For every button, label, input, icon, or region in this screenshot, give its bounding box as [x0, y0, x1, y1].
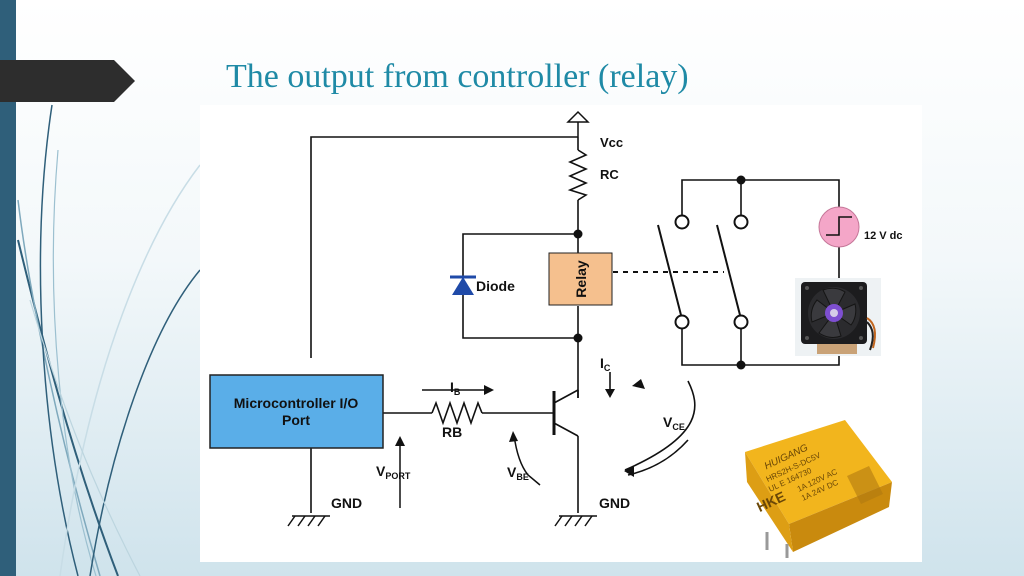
supply-voltage-label: 12 V dc: [864, 230, 903, 242]
microcontroller-port-box: [209, 374, 384, 449]
circuit-diagram: Diode Relay Vcc RC 12 V dc Microcontroll…: [209, 110, 903, 527]
vport-label: VPORT: [376, 463, 411, 481]
vce-label: VCE: [663, 414, 685, 432]
diode-label: Diode: [476, 278, 515, 294]
ground-symbol-left: [287, 515, 330, 527]
ground-symbol-right: [554, 515, 597, 527]
title-tab-marker: [0, 60, 135, 102]
junction-dots: [573, 175, 746, 370]
decorative-swoosh-lines: [17, 104, 201, 576]
rb-label: RB: [442, 424, 462, 440]
relay-module-photo-icon: HUIGANG HRS2H-S-DC5V UL E 164730 1A 120V…: [727, 412, 899, 560]
fan-photo-icon: [795, 278, 881, 356]
relay-label: Relay: [573, 260, 589, 298]
slide-title: The output from controller (relay): [226, 58, 689, 95]
rc-resistor: [567, 149, 588, 201]
gnd-label-left: GND: [331, 495, 362, 511]
relay-coil-box: [548, 252, 613, 306]
mcu-label-line2: Port: [282, 412, 310, 428]
ib-label: IB: [450, 379, 461, 397]
vcc-label: Vcc: [600, 135, 623, 150]
rc-label: RC: [600, 167, 619, 182]
vcc-symbol: [566, 110, 590, 123]
gnd-label-right: GND: [599, 495, 630, 511]
ic-label: IC: [600, 355, 611, 373]
switch-contacts: [674, 214, 749, 330]
left-accent-bar: [0, 0, 16, 576]
diode-symbol: [450, 275, 476, 295]
vcc-wire: [310, 136, 578, 358]
vbe-label: VBE: [507, 464, 529, 482]
mcu-label-line1: Microcontroller I/O: [234, 395, 359, 411]
